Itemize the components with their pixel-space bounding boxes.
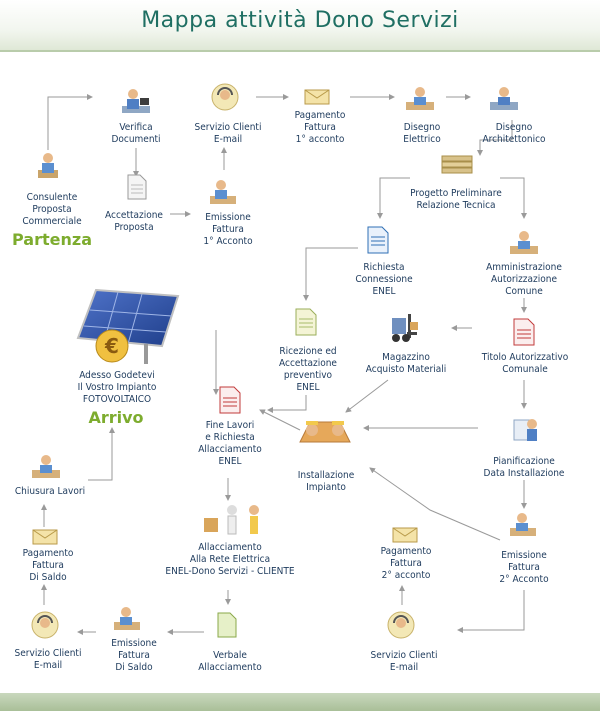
node-verbale: Verbale Allacciamento <box>198 650 262 673</box>
node-accettazione: Accettazione Proposta <box>105 210 163 233</box>
person-at-desk-icon <box>210 180 236 204</box>
document-icon <box>127 174 147 200</box>
person-at-desk-icon <box>510 231 538 254</box>
node-adesso: Adesso Godetevi Il Vostro Impianto FOTOV… <box>77 370 157 405</box>
line-magazzino-install <box>345 379 389 413</box>
node-progetto: Progetto Preliminare Relazione Tecnica <box>410 188 502 211</box>
person-at-desk-icon <box>114 607 140 630</box>
node-fine-lavori: Fine Lavori e Richiesta Allacciamento EN… <box>198 420 262 467</box>
pdf-document-icon <box>513 318 535 346</box>
node-pagamento-2: Pagamento Fattura 2° acconto <box>380 546 432 581</box>
node-pagamento-saldo: Pagamento Fattura Di Saldo <box>22 548 74 583</box>
svg-text:€: € <box>104 334 119 358</box>
node-titolo: Titolo Autorizzativo Comunale <box>481 352 569 375</box>
workers-icon <box>299 421 351 443</box>
customer-service-icon <box>387 611 415 639</box>
line-chiusura-arrivo <box>88 427 115 481</box>
document-icon <box>367 226 389 254</box>
books-icon <box>441 155 473 174</box>
line-emissione2-install <box>369 467 501 541</box>
node-chiusura: Chiusura Lavori <box>14 486 86 497</box>
node-pagamento-1: Pagamento Fattura 1° acconto <box>294 110 346 145</box>
node-servizio-email-bl: Servizio Clienti E-mail <box>14 648 82 671</box>
customer-service-icon <box>211 83 239 111</box>
person-at-desk-icon <box>406 87 434 110</box>
node-servizio-email-top: Servizio Clienti E-mail <box>194 122 262 145</box>
node-emissione-1: Emissione Fattura 1° Acconto <box>203 212 253 247</box>
node-amministrazione: Amministrazione Autorizzazione Comune <box>486 262 562 297</box>
line-ricezione-fine <box>267 395 307 413</box>
person-at-desk-icon <box>513 419 537 441</box>
start-label: Partenza <box>12 230 92 249</box>
header-bar: Mappa attività Dono Servizi <box>0 0 600 52</box>
document-icon <box>295 308 317 336</box>
node-allacciamento: Allacciamento Alla Rete Elettrica ENEL-D… <box>165 542 295 577</box>
end-label: Arrivo <box>88 408 144 427</box>
forklift-icon <box>392 314 418 342</box>
node-emissione-saldo: Emissione Fattura Di Saldo <box>111 638 157 673</box>
node-emissione-2: Emissione Fattura 2° Acconto <box>499 550 549 585</box>
line-install-fine <box>259 409 301 431</box>
document-icon <box>217 612 237 638</box>
envelope-icon <box>32 529 58 545</box>
node-richiesta-connessione: Richiesta Connessione ENEL <box>355 262 413 297</box>
people-handshake-icon <box>204 505 259 535</box>
person-at-desk-icon <box>490 87 518 110</box>
line-progetto-amm <box>500 177 527 219</box>
line-consulente-verifica <box>47 94 93 150</box>
solar-panel-euro-icon: € <box>76 288 180 364</box>
pdf-document-icon <box>219 386 241 414</box>
page-title: Mappa attività Dono Servizi <box>141 8 459 33</box>
envelope-icon <box>392 527 418 543</box>
line-emissione2-servizio-br <box>457 590 525 633</box>
person-at-desk-icon <box>38 153 58 178</box>
customer-service-icon <box>31 611 59 639</box>
envelope-icon <box>304 89 330 105</box>
person-at-desk-icon <box>122 89 150 113</box>
person-at-desk-icon <box>510 513 536 536</box>
line-richiesta-ricezione <box>303 247 358 301</box>
node-installazione: Installazione Impianto <box>297 470 355 493</box>
node-magazzino: Magazzino Acquisto Materiali <box>365 352 447 375</box>
node-servizio-email-br: Servizio Clienti E-mail <box>370 650 438 673</box>
line-arch-progetto <box>477 120 513 156</box>
node-disegno-architettonico: Disegno Architettonico <box>482 122 546 145</box>
line-progetto-richiesta <box>377 177 410 219</box>
node-disegno-elettrico: Disegno Elettrico <box>403 122 441 145</box>
node-consulente: Consulente Proposta Commerciale <box>22 192 82 227</box>
node-pianificazione: Pianificazione Data Installazione <box>483 456 565 479</box>
node-verifica: Verifica Documenti <box>111 122 161 145</box>
person-at-desk-icon <box>32 455 60 478</box>
footer-bar <box>0 693 600 711</box>
node-ricezione: Ricezione ed Accettazione preventivo ENE… <box>279 346 337 393</box>
